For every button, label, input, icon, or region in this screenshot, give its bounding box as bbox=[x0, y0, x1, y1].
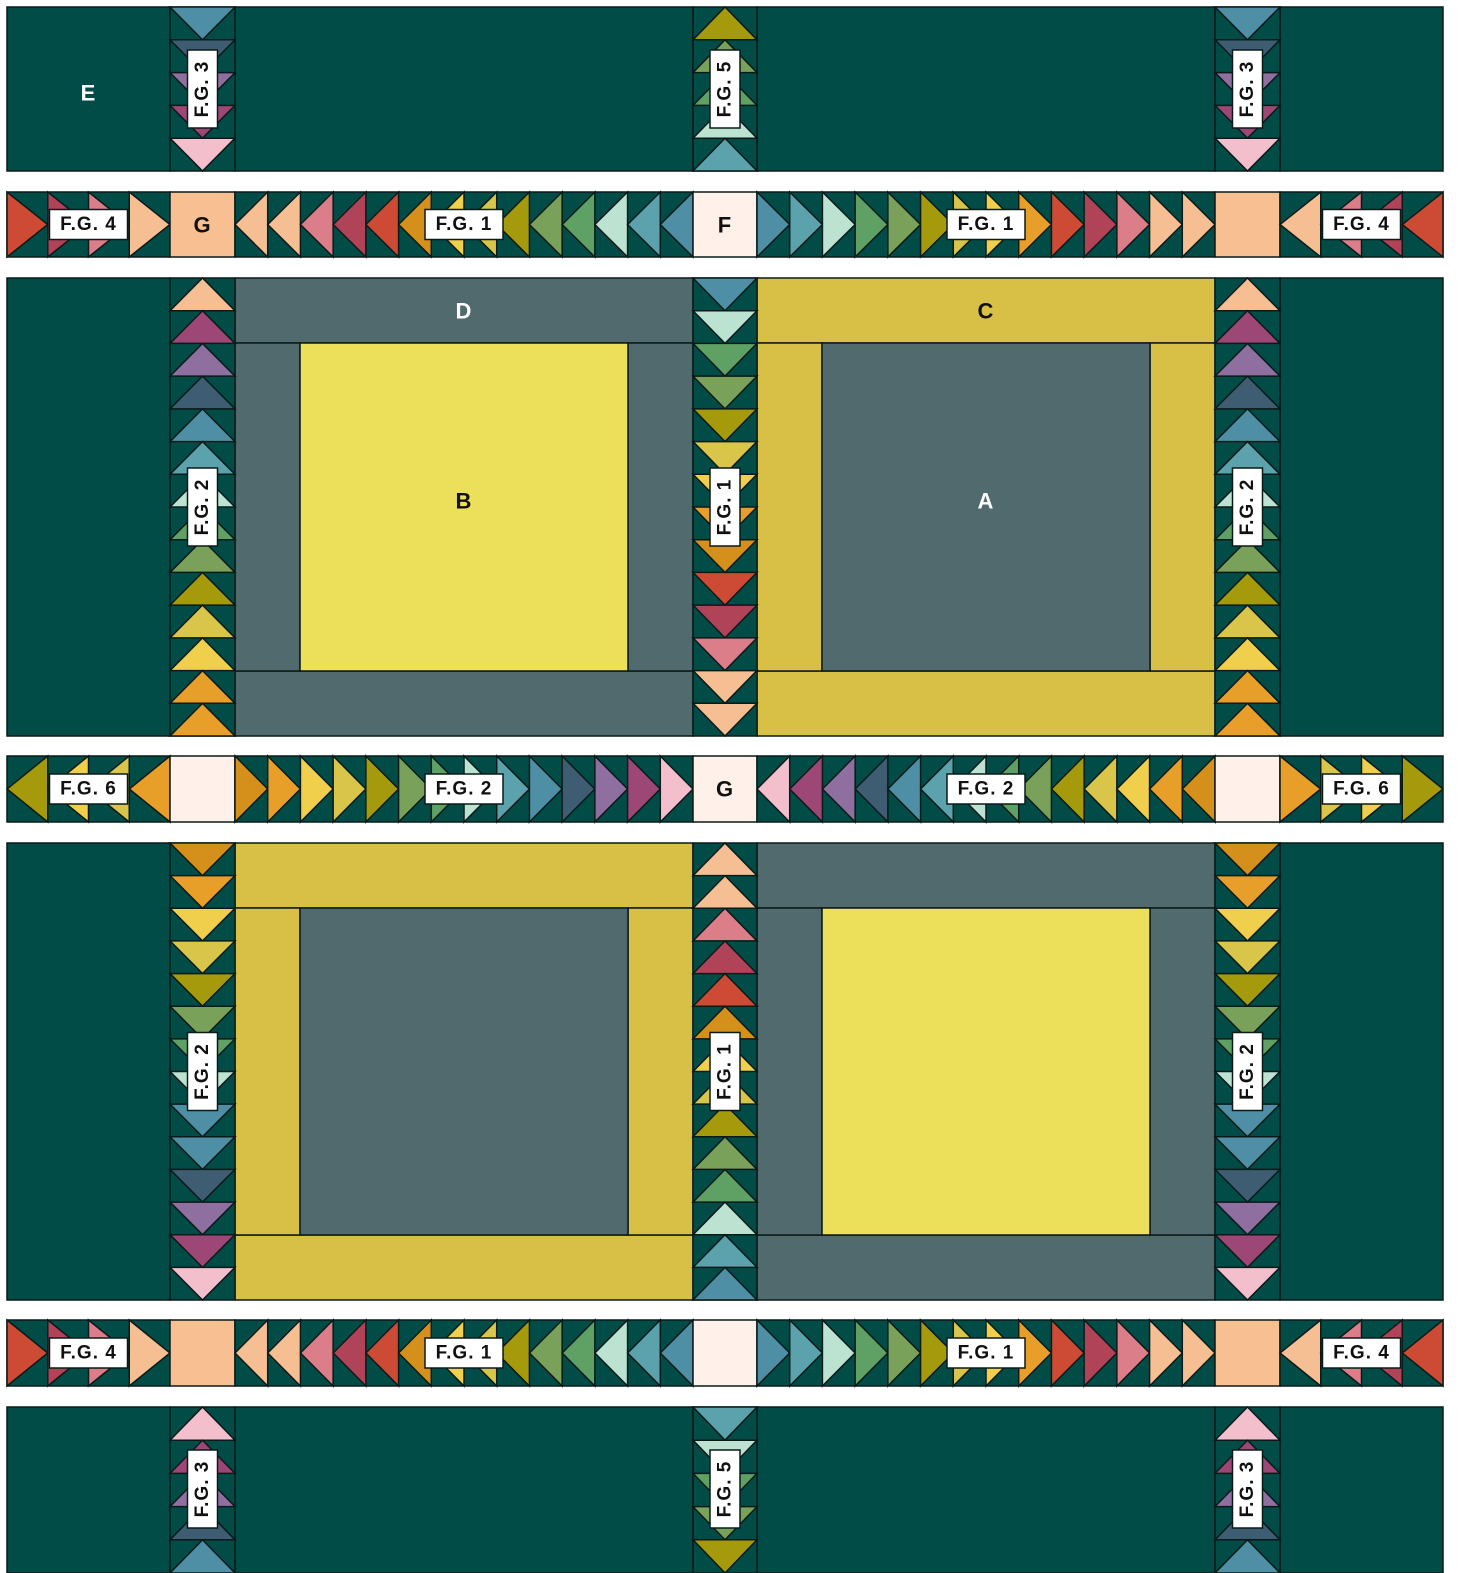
background-block bbox=[757, 7, 1215, 171]
block-b-top-strip bbox=[757, 843, 1215, 908]
background-block bbox=[757, 1407, 1215, 1573]
block-b-left-strip bbox=[235, 343, 300, 671]
fg-inner-right-label: F.G. 2 bbox=[958, 779, 1015, 800]
cornerstone bbox=[1215, 192, 1280, 257]
fg2-label: F.G. 2 bbox=[1237, 1043, 1258, 1100]
fg-outer-left-label: F.G. 4 bbox=[60, 214, 117, 235]
label-c: C bbox=[978, 299, 995, 324]
block-a-right-strip bbox=[628, 908, 693, 1235]
background-block bbox=[1280, 1407, 1443, 1573]
fg2-label: F.G. 2 bbox=[192, 479, 213, 536]
block-a-left-strip bbox=[235, 908, 300, 1235]
fg-inner-left-label: F.G. 1 bbox=[436, 1343, 493, 1364]
fg5-label: F.G. 5 bbox=[715, 61, 736, 118]
block-a-bottom-strip bbox=[235, 1235, 693, 1300]
fg-outer-left-label: F.G. 6 bbox=[60, 779, 117, 800]
block-a-center bbox=[300, 908, 628, 1235]
block-a-left-strip bbox=[757, 343, 822, 671]
label-a: A bbox=[978, 489, 995, 514]
background-block-e bbox=[7, 1407, 170, 1573]
background-block bbox=[7, 843, 170, 1300]
cornerstone bbox=[1215, 756, 1280, 822]
fg3-label: F.G. 3 bbox=[1237, 61, 1258, 118]
block-a-right-strip bbox=[1150, 343, 1215, 671]
block-b-bottom-strip bbox=[757, 1235, 1215, 1300]
label-e: E bbox=[81, 81, 97, 106]
background-block bbox=[1280, 278, 1443, 736]
block-a-bottom-strip bbox=[757, 671, 1215, 736]
fg-inner-right-label: F.G. 1 bbox=[958, 1343, 1015, 1364]
background-block bbox=[1280, 843, 1443, 1300]
fg2-label: F.G. 2 bbox=[1237, 479, 1258, 536]
background-block bbox=[7, 278, 170, 736]
cornerstone-g bbox=[170, 756, 235, 822]
fg-inner-left-label: F.G. 1 bbox=[436, 214, 493, 235]
background-block bbox=[235, 7, 693, 171]
fg3-label: F.G. 3 bbox=[192, 1461, 213, 1518]
background-block bbox=[235, 1407, 693, 1573]
label-d: D bbox=[456, 299, 473, 324]
fg-outer-left-label: F.G. 4 bbox=[60, 1343, 117, 1364]
fg-outer-right-label: F.G. 4 bbox=[1333, 1343, 1390, 1364]
block-b-right-strip bbox=[1150, 908, 1215, 1235]
block-a-top-strip bbox=[235, 843, 693, 908]
fg5-label: F.G. 5 bbox=[715, 1461, 736, 1518]
label-f: F bbox=[718, 213, 732, 238]
label-g: G bbox=[716, 777, 734, 802]
fg3-label: F.G. 3 bbox=[1237, 1461, 1258, 1518]
fg-inner-left-label: F.G. 2 bbox=[436, 779, 493, 800]
fg3-label: F.G. 3 bbox=[192, 61, 213, 118]
cornerstone-g bbox=[170, 1320, 235, 1386]
fg1-label: F.G. 1 bbox=[715, 479, 736, 536]
cornerstone bbox=[1215, 1320, 1280, 1386]
block-b-right-strip bbox=[628, 343, 693, 671]
label-g: G bbox=[193, 213, 211, 238]
fg1-label: F.G. 1 bbox=[715, 1043, 736, 1100]
fg-inner-right-label: F.G. 1 bbox=[958, 214, 1015, 235]
background-block bbox=[1280, 7, 1443, 171]
cornerstone-center bbox=[693, 1320, 757, 1386]
block-b-bottom-strip bbox=[235, 671, 693, 736]
fg-outer-right-label: F.G. 6 bbox=[1333, 779, 1390, 800]
fg2-label: F.G. 2 bbox=[192, 1043, 213, 1100]
fg-outer-right-label: F.G. 4 bbox=[1333, 214, 1390, 235]
block-b-center bbox=[822, 908, 1150, 1235]
block-b-left-strip bbox=[757, 908, 822, 1235]
label-b: B bbox=[456, 489, 473, 514]
